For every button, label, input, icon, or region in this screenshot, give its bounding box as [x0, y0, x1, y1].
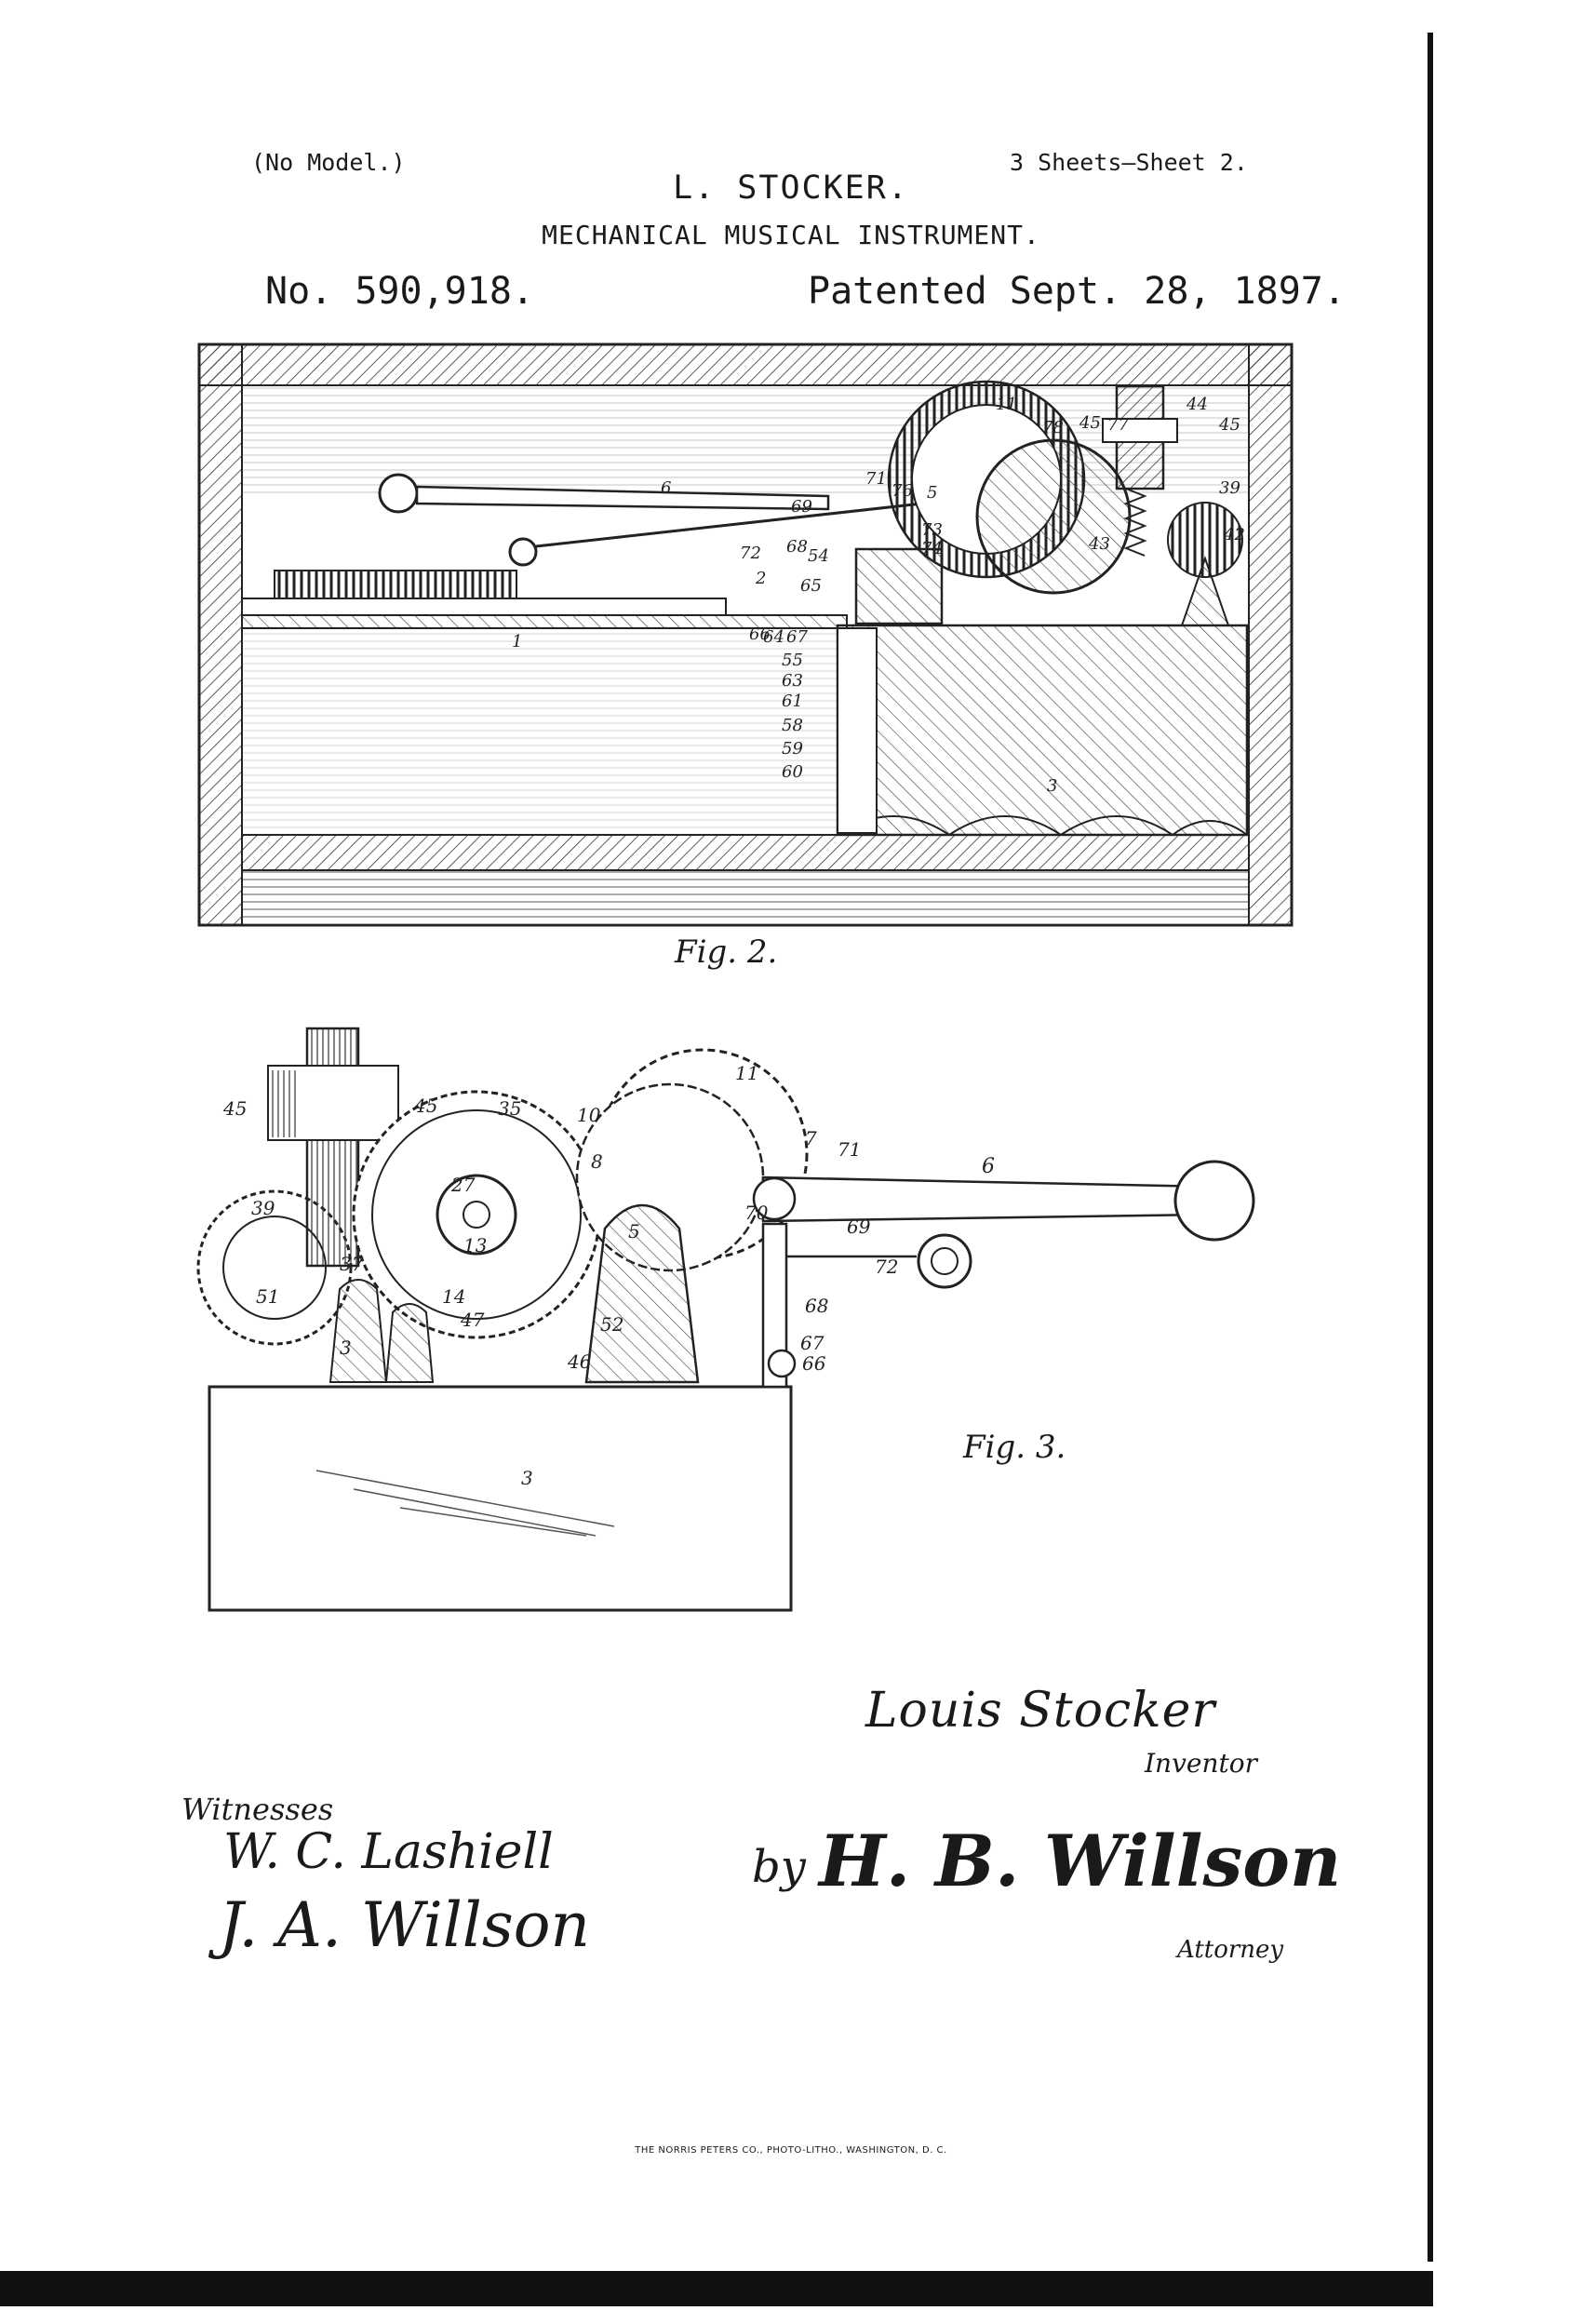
patent-title: MECHANICAL MUSICAL INSTRUMENT.	[542, 220, 1040, 250]
fig2-ref: 44	[1186, 395, 1208, 414]
fig2-ref: 5	[927, 483, 937, 503]
fig2-ref: 71	[865, 469, 887, 489]
fig2-ref: 1	[512, 632, 522, 652]
fig2-ref: 2	[755, 569, 766, 588]
fig3-ref: 71	[838, 1138, 861, 1161]
fig3-ref: 67	[800, 1332, 825, 1354]
fig2-ref: 60	[782, 762, 803, 782]
witness-2-signature: J. A. Willson	[219, 1889, 591, 1961]
figure-2-label: Fig. 2.	[675, 934, 778, 971]
fig2-ref: 72	[740, 544, 761, 563]
fig2-ref: 45	[1079, 413, 1101, 433]
figure-2-drawing: 11 78 45 44 45 6 71 69 76 5 77 39 42 72 …	[197, 343, 1294, 927]
fig3-ref: 51	[256, 1285, 279, 1308]
fig2-ref: 43	[1088, 534, 1110, 554]
fig3-ref: 5	[628, 1220, 640, 1243]
fig3-ref: 69	[847, 1216, 871, 1238]
fig3-ref: 3	[521, 1467, 533, 1489]
fig3-ref: 72	[875, 1256, 898, 1278]
fig2-ref: 78	[1042, 418, 1064, 437]
fig2-ref: 64	[763, 627, 784, 647]
fig3-ref: 11	[735, 1062, 758, 1084]
fig2-ref: 55	[782, 651, 803, 670]
attorney-signature: H. B. Willson	[819, 1820, 1342, 1902]
fig2-ref: 74	[921, 539, 943, 558]
no-model-note: (No Model.)	[251, 149, 406, 176]
fig3-ref: 52	[600, 1313, 623, 1336]
patent-number: No. 590,918.	[265, 270, 534, 313]
fig3-ref: 13	[463, 1234, 487, 1256]
figure-3-label: Fig. 3.	[963, 1429, 1066, 1466]
fig2-ref: 68	[786, 537, 808, 557]
fig2-ref: 58	[782, 716, 803, 735]
fig3-ref: 7	[805, 1127, 817, 1149]
fig2-ref: 6	[661, 478, 671, 498]
sheet-number: 3 Sheets—Sheet 2.	[1010, 149, 1248, 176]
fig2-ref: 63	[782, 671, 803, 691]
fig2-ref: 45	[1218, 415, 1240, 435]
fig3-ref: 45	[222, 1097, 247, 1120]
fig3-ref: 3	[340, 1337, 352, 1359]
fig3-ref: 27	[450, 1174, 476, 1196]
fig3-ref: 8	[591, 1150, 603, 1173]
fig3-ref: 46	[567, 1350, 592, 1373]
fig2-ref: 11	[996, 395, 1017, 414]
inventor-name: L. STOCKER.	[673, 169, 909, 207]
fig3-ref: 37	[340, 1253, 364, 1275]
witness-1-signature: W. C. Lashiell	[223, 1824, 554, 1880]
fig2-ref: 59	[782, 739, 803, 759]
fig2-ref: 39	[1219, 478, 1240, 498]
bottom-scan-bar	[0, 2271, 1433, 2306]
fig3-ref: 14	[442, 1285, 465, 1308]
printer-imprint: THE NORRIS PETERS CO., PHOTO-LITHO., WAS…	[635, 2145, 947, 2156]
fig3-ref: 6	[982, 1155, 995, 1178]
fig2-ref: 69	[791, 497, 812, 517]
fig2-ref: 54	[808, 546, 829, 566]
fig3-ref: 35	[498, 1097, 521, 1120]
fig3-ref: 10	[577, 1104, 601, 1126]
witnesses-caption: Witnesses	[181, 1792, 334, 1827]
fig2-ref: 61	[782, 692, 803, 711]
fig2-ref: 77	[1107, 415, 1129, 435]
attorney-caption: Attorney	[1177, 1936, 1284, 1964]
fig2-ref: 3	[1047, 776, 1057, 796]
fig2-ref: 42	[1223, 525, 1245, 544]
fig3-ref: 39	[251, 1197, 275, 1219]
fig3-ref: 45	[413, 1095, 437, 1117]
fig2-ref: 65	[800, 576, 822, 596]
fig2-ref: 76	[892, 481, 913, 501]
fig3-ref: 47	[460, 1309, 485, 1331]
fig3-ref: 70	[744, 1202, 769, 1224]
fig2-ref: 73	[921, 520, 943, 540]
by-label: by	[752, 1841, 806, 1893]
right-border-rule	[1428, 33, 1433, 2262]
fig3-ref: 68	[805, 1295, 828, 1317]
inventor-signature: Louis Stocker	[865, 1683, 1216, 1739]
fig3-ref: 66	[802, 1352, 826, 1375]
figure-3-drawing: 11 45 45 35 10 7 71 6 8 27 5 70 69 39 13…	[196, 1027, 1255, 1612]
fig2-ref: 66	[749, 625, 771, 644]
inventor-caption: Inventor	[1145, 1748, 1258, 1779]
fig2-ref: 67	[786, 627, 808, 647]
patent-date: Patented Sept. 28, 1897.	[808, 270, 1346, 313]
